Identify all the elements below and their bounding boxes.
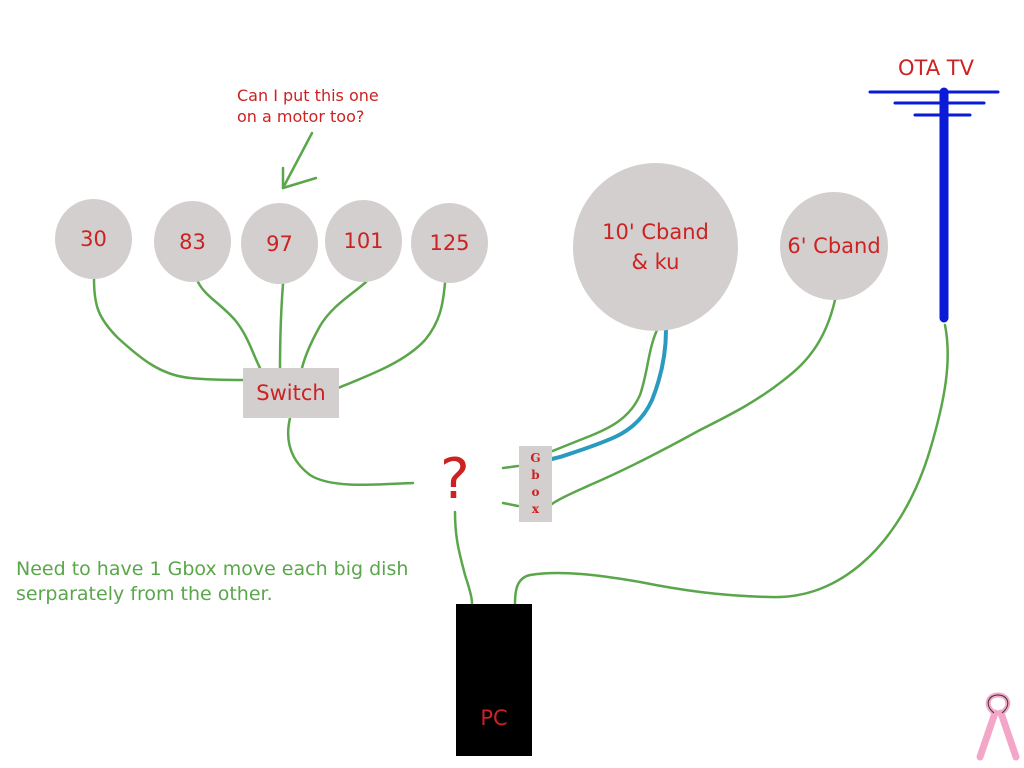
arrow-shaft — [281, 131, 314, 190]
dish-label: 30 — [80, 227, 107, 251]
dish-10ft-cband-ku: 10' Cband & ku — [573, 163, 738, 331]
cable-unknown-pc — [453, 510, 474, 605]
gbox-letter: x — [531, 502, 540, 516]
cable-101-switch — [300, 280, 368, 370]
cable-97-switch — [278, 282, 285, 372]
dish-label: 125 — [429, 231, 470, 255]
gbox: G b o x — [519, 446, 552, 522]
pink-ribbon-icon — [976, 692, 1020, 761]
switch-box: Switch — [243, 368, 339, 418]
dish-6ft-cband: 6' Cband — [780, 192, 888, 300]
cable-switch-unknown — [286, 416, 415, 487]
dish-101: 101 — [325, 200, 402, 282]
cable-125-switch — [336, 281, 447, 390]
pc-box: PC — [456, 604, 532, 756]
gbox-letter: G — [530, 451, 541, 465]
unknown-connection-mark: ? — [440, 447, 470, 512]
gbox-letter: o — [531, 485, 540, 499]
dish-label: 10' Cband & ku — [602, 220, 709, 274]
dish-125: 125 — [411, 203, 488, 283]
cable-30-switch — [92, 277, 247, 382]
motor-question-note: Can I put this one on a motor too? — [237, 86, 379, 126]
cable-10ft-gbox-blue — [550, 328, 668, 461]
switch-label: Switch — [256, 381, 326, 405]
dish-label: 101 — [343, 229, 384, 253]
dish-label: 83 — [179, 229, 206, 254]
dish-83: 83 — [154, 201, 231, 282]
dish-label: 97 — [266, 231, 293, 256]
dish-30: 30 — [55, 199, 132, 279]
antenna-label: OTA TV — [898, 56, 974, 80]
requirement-note: Need to have 1 Gbox move each big dish s… — [16, 558, 409, 605]
dish-label: 6' Cband — [787, 234, 881, 258]
cable-6ft-gbox — [550, 298, 837, 506]
pc-label: PC — [480, 706, 508, 730]
stub-gbox-bottom — [501, 501, 520, 508]
dish-97: 97 — [241, 203, 318, 284]
cable-antenna-pc — [513, 323, 949, 605]
cable-83-switch — [196, 280, 262, 370]
cable-10ft-gbox — [548, 328, 659, 454]
stub-gbox-top — [501, 464, 520, 470]
gbox-letter: b — [531, 468, 540, 482]
arrow-head — [281, 166, 318, 190]
antenna-icon — [868, 87, 1000, 323]
